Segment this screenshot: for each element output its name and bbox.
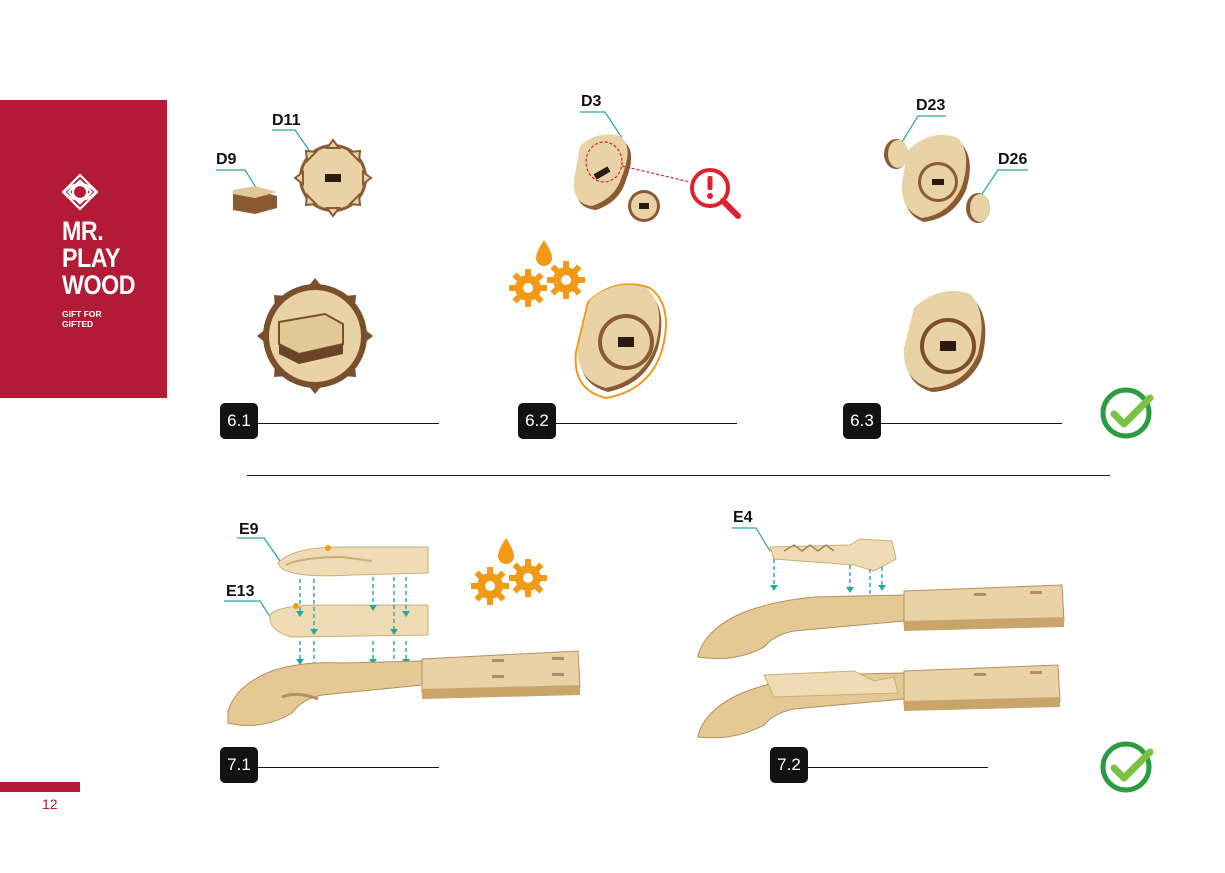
step-number: 6.3 bbox=[843, 403, 881, 439]
assembled-part-6-3 bbox=[903, 291, 986, 392]
brand-name-line: MR. bbox=[62, 216, 104, 246]
exploded-parts-6-2 bbox=[573, 111, 691, 222]
part-label-e13: E13 bbox=[226, 583, 255, 600]
brand-panel bbox=[0, 100, 167, 398]
assembled-gear-6-1 bbox=[257, 278, 373, 394]
part-label-d11: D11 bbox=[272, 112, 301, 129]
gun-assembly-7-1 bbox=[224, 537, 581, 726]
step-number: 6.2 bbox=[518, 403, 556, 439]
step-underline bbox=[881, 423, 1062, 424]
brand-tagline: GIFT FOR GIFTED bbox=[62, 309, 102, 329]
part-label-d9: D9 bbox=[216, 151, 237, 168]
part-label-e9: E9 bbox=[239, 521, 259, 538]
check-ok-icon bbox=[1100, 741, 1154, 793]
assembled-part-6-2 bbox=[574, 283, 667, 400]
section-divider bbox=[247, 475, 1110, 476]
step-underline bbox=[556, 423, 737, 424]
brand-name-line: PLAY bbox=[62, 243, 121, 273]
gun-assembly-7-2 bbox=[697, 527, 1065, 739]
part-label-e4: E4 bbox=[733, 509, 753, 526]
page-number: 12 bbox=[42, 796, 58, 812]
lubricate-gears-icon bbox=[471, 538, 547, 605]
check-ok-icon bbox=[1100, 387, 1154, 439]
brand-name: MR. PLAY WOOD bbox=[62, 216, 136, 300]
step-underline bbox=[258, 423, 439, 424]
part-label-d23: D23 bbox=[916, 97, 946, 114]
exploded-parts-6-1 bbox=[216, 129, 373, 218]
exploded-parts-6-3 bbox=[884, 115, 1028, 223]
brand-name-line: WOOD bbox=[62, 270, 136, 300]
step-underline bbox=[808, 767, 988, 768]
brand-tagline-line: GIFT FOR bbox=[62, 309, 102, 319]
brand-logo-icon bbox=[61, 173, 99, 211]
step-number: 7.2 bbox=[770, 747, 808, 783]
lubricate-gears-icon bbox=[509, 240, 585, 307]
step-underline bbox=[258, 767, 439, 768]
step-number: 7.1 bbox=[220, 747, 258, 783]
brand-tagline-line: GIFTED bbox=[62, 319, 94, 329]
part-label-d26: D26 bbox=[998, 151, 1028, 168]
part-label-d3: D3 bbox=[581, 93, 602, 110]
page-number-bar bbox=[0, 782, 80, 792]
attention-magnifier-icon bbox=[690, 168, 741, 219]
step-number: 6.1 bbox=[220, 403, 258, 439]
